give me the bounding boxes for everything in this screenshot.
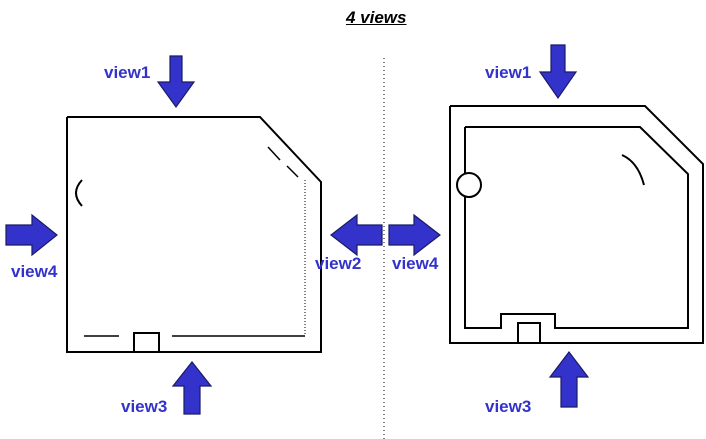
right-part-outline [449,105,704,344]
left-view4-arrow-icon [5,213,58,257]
diagram-title: 4 views [346,8,407,27]
left-hidden-chamfer-2 [286,165,299,178]
left-part-outline [66,116,322,353]
arrows [5,44,590,415]
right-view1-label: view1 [485,63,532,82]
left-outer-outline [66,116,322,353]
left-view1-arrow-icon [156,55,196,109]
left-view4-label: view4 [11,262,58,281]
right-view3-label: view3 [485,397,532,416]
left-notch-arc [75,179,83,207]
left-view2-arrow-icon [330,213,383,257]
left-view2-label: view2 [315,254,362,273]
right-bottom-slot [517,322,541,343]
left-hidden-chamfer-1 [267,146,281,161]
left-view1-label: view1 [104,63,151,82]
right-view4-label: view4 [392,254,439,273]
right-view4-arrow-icon [388,213,441,257]
left-view3-label: view3 [121,397,168,416]
right-hole-circle [456,172,482,198]
left-view3-arrow-icon [171,361,213,415]
right-arc [621,154,645,186]
left-bottom-slot [133,332,160,352]
right-view1-arrow-icon [538,44,578,100]
right-inner-outline [464,126,689,329]
right-view3-arrow-icon [548,351,590,408]
right-outer-outline [449,105,704,344]
